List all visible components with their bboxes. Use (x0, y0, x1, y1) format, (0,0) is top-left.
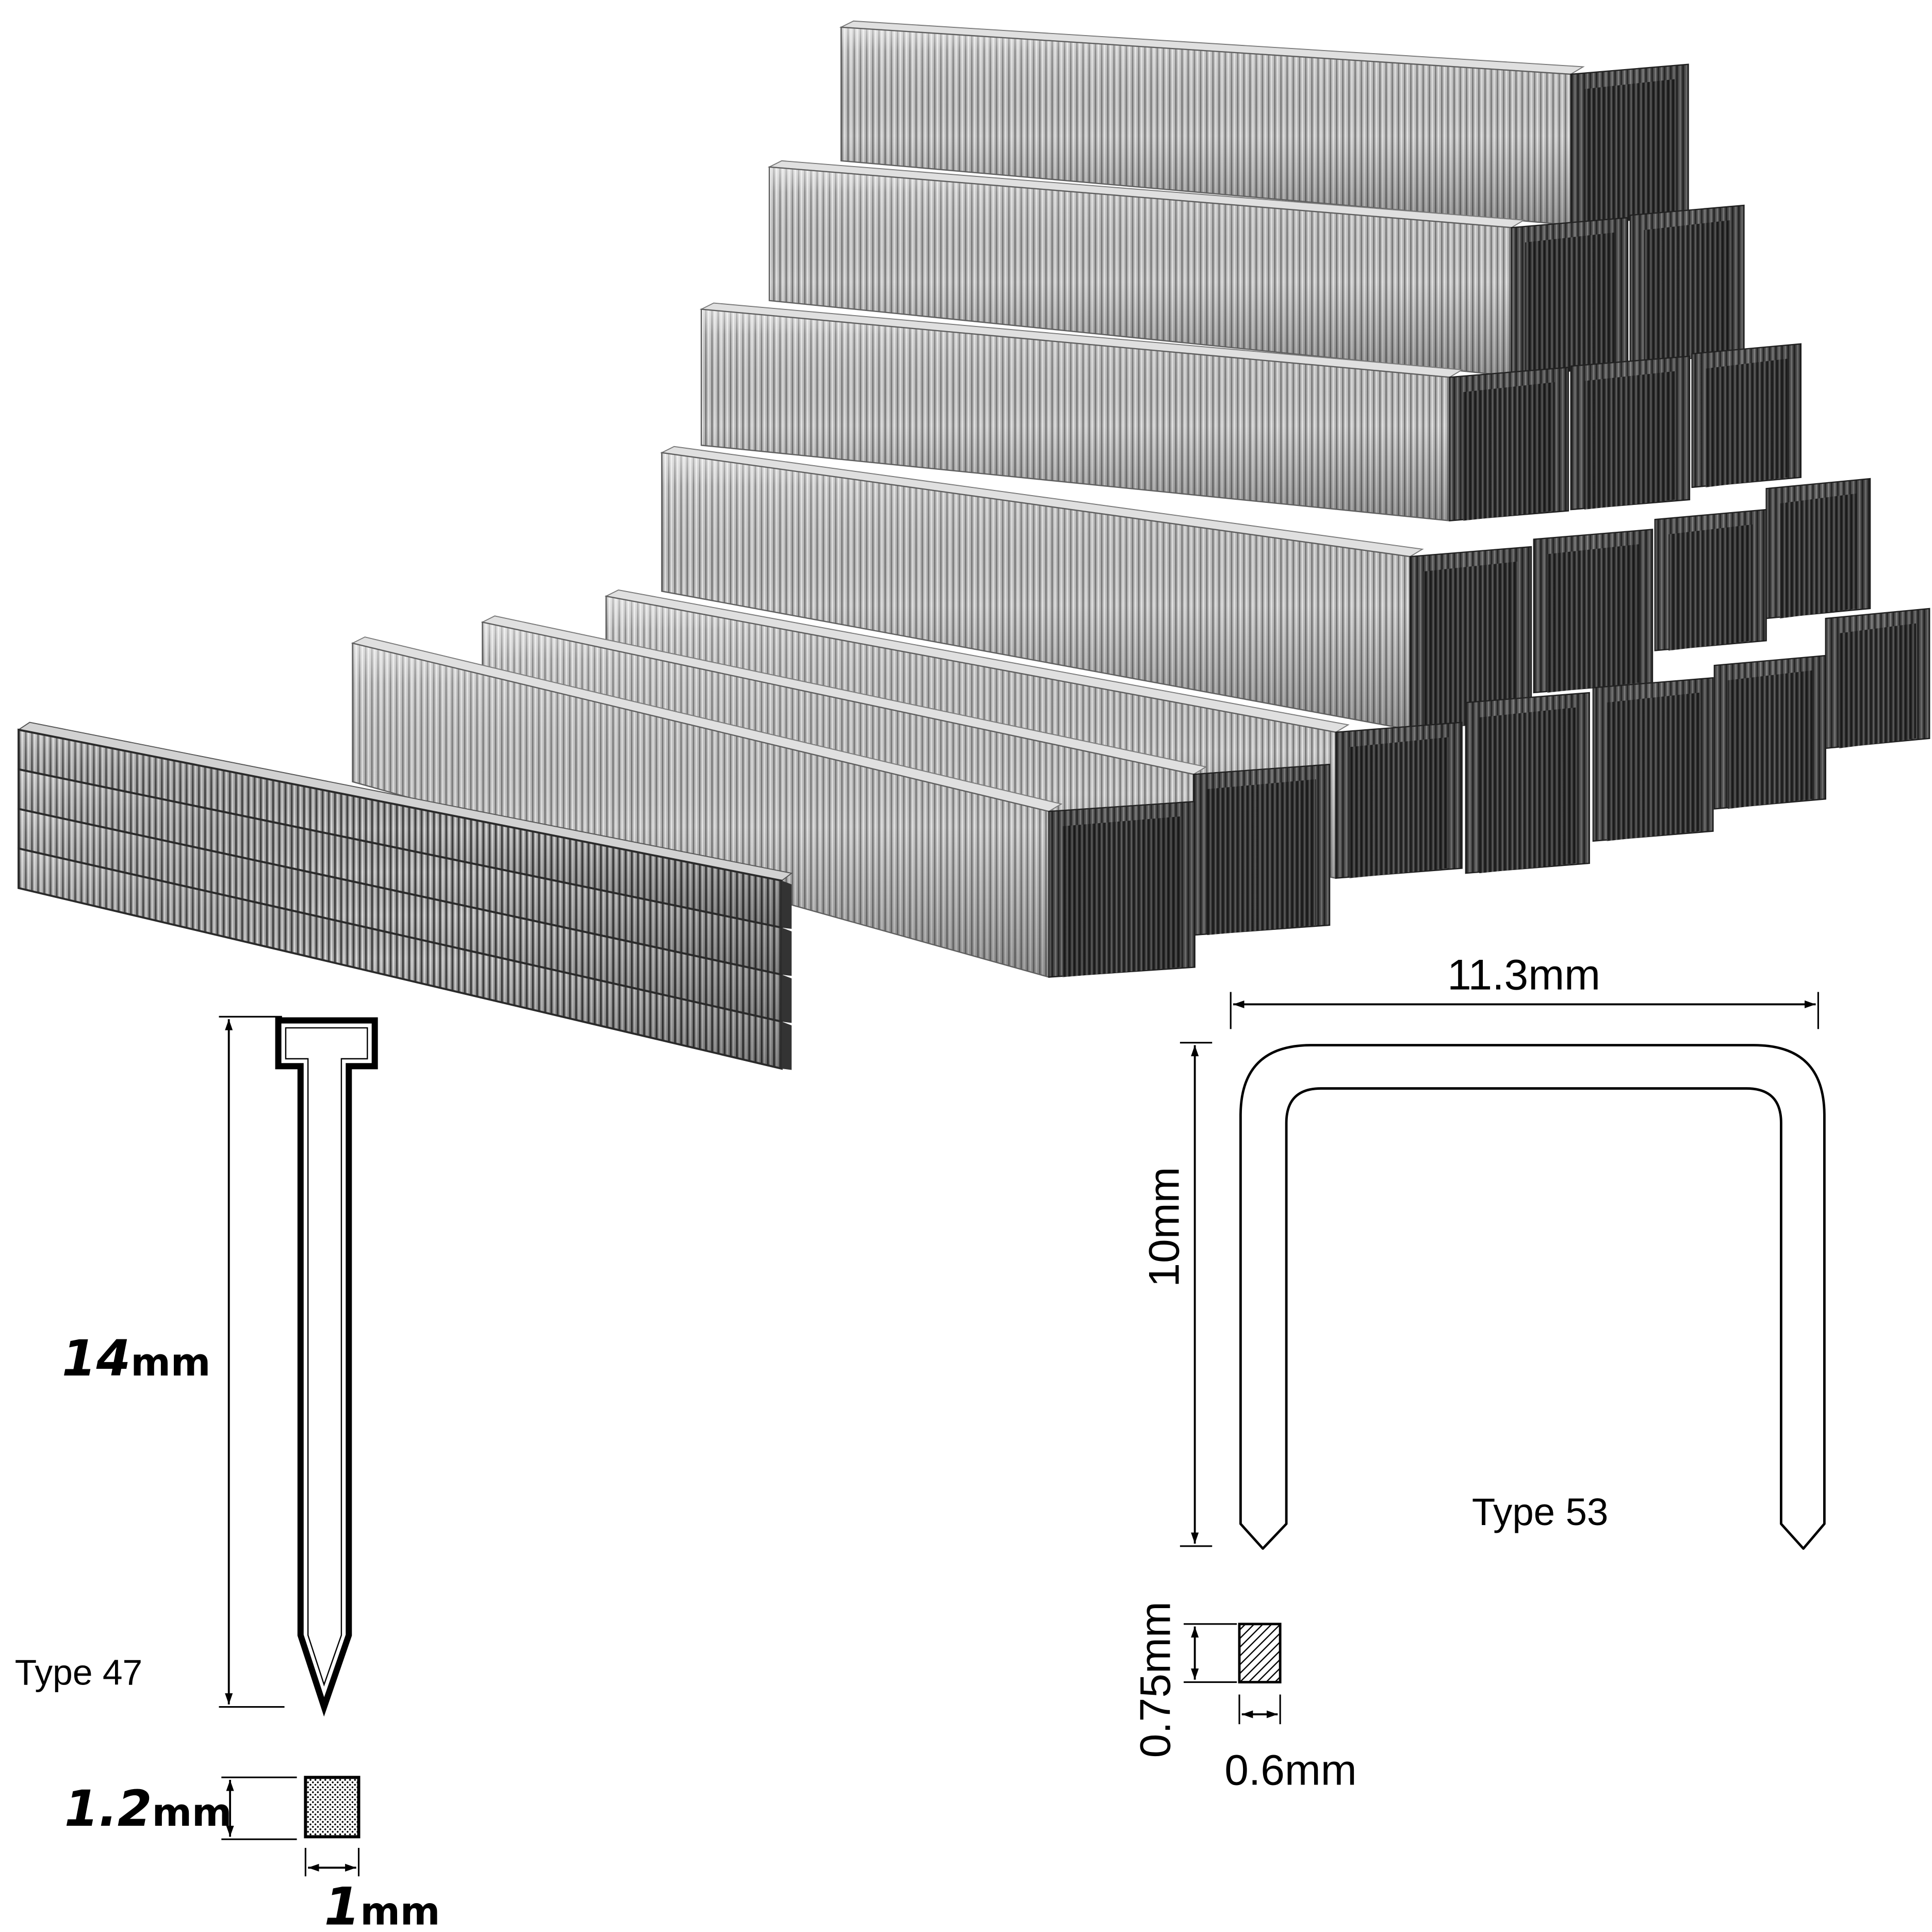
loose-staple-strip-2 (351, 636, 1196, 978)
brad-nail-stack (17, 722, 793, 1070)
staple-strip-end-front-shade (1049, 801, 1195, 977)
loose-staple-strips (351, 615, 1331, 978)
brad-strip (18, 847, 792, 1070)
staple-strip-end-back-shade (1465, 692, 1590, 874)
brad-strip-end (781, 974, 792, 1023)
staple-strip-end-back-shade (1692, 343, 1801, 487)
staple-strip-row-2 (767, 160, 1745, 377)
staple-strip-end-back-shade (1593, 678, 1713, 841)
brad-width-unit: mm (360, 1889, 440, 1932)
staple-strip-end-back-shade (1630, 205, 1744, 364)
staple-strip-side-shade (701, 309, 1450, 521)
brad-width-value: 1 (324, 1877, 360, 1932)
brad-width-label: 1mm (324, 1877, 440, 1932)
staple-strip-row-3 (699, 302, 1802, 521)
staple-strip-row-4 (660, 446, 1871, 731)
staple-strip-side-shade (352, 643, 1049, 977)
brad-strip-shade (18, 729, 782, 928)
staple-strip-end-back-shade (1766, 479, 1871, 619)
type47-diagram: 14mm Type 47 1.2mm 1mm (15, 1016, 440, 1932)
staple-strip-pyramid (604, 20, 1930, 879)
staple-strip-end-front-shade (1193, 764, 1330, 936)
staple-strip-side-shade (662, 452, 1410, 730)
type47-brad-outline (275, 1017, 378, 1717)
leg-length-label: 10mm (1139, 1167, 1188, 1287)
type47-brad-inner-outline (285, 1027, 368, 1687)
brad-strip-shade (18, 848, 782, 1069)
staple-strip-end-back-shade (1714, 656, 1826, 809)
brad-length-value: 14 (62, 1330, 130, 1387)
brad-thickness-label: 1.2mm (64, 1780, 232, 1838)
crown-width-label: 11.3mm (1447, 951, 1600, 999)
staple-strip-side-shade (841, 27, 1571, 225)
staple-strip-end-front-shade (1410, 547, 1531, 730)
brad-length-label: 14mm (62, 1330, 210, 1387)
brad-length-unit: mm (130, 1340, 210, 1385)
type53-staple-outline (1239, 1044, 1826, 1550)
staple-strip-side-shade (769, 167, 1512, 376)
staple-strip-end-back-shade (1570, 356, 1690, 510)
staple-strip-end-back-shade (1655, 510, 1766, 651)
staple-strip-end-back-shade (1825, 608, 1930, 748)
staple-strip-end-front-shade (1336, 722, 1462, 878)
brad-strip-end (781, 1021, 792, 1070)
type53-label: Type 53 (1472, 1491, 1608, 1533)
brad-strip-end (781, 927, 792, 976)
staple-strip-row-1 (839, 20, 1689, 226)
wire-width-label: 0.6mm (1224, 1746, 1356, 1794)
type47-label: Type 47 (15, 1652, 142, 1692)
staple-strip-end-front-shade (1570, 64, 1689, 225)
brad-thickness-unit: mm (152, 1790, 232, 1835)
brad-thickness-value: 1.2 (64, 1780, 152, 1838)
staple-strip-end-front-shade (1449, 367, 1568, 521)
brad-strip (18, 768, 792, 976)
staple-strip-end-back-shade (1533, 529, 1653, 693)
type47-brad-cross-section (304, 1776, 361, 1839)
brad-strip-shade (18, 769, 782, 975)
brad-strip-shade (18, 809, 782, 1022)
staple-strip-end-front-shade (1511, 218, 1628, 376)
type53-wire-cross-section (1238, 1623, 1282, 1683)
brad-strip-end (781, 880, 792, 929)
wire-thickness-label: 0.75mm (1131, 1601, 1180, 1758)
type53-diagram: 11.3mm 10mm Type 53 0.75mm 0.6mm (1131, 951, 1826, 1794)
